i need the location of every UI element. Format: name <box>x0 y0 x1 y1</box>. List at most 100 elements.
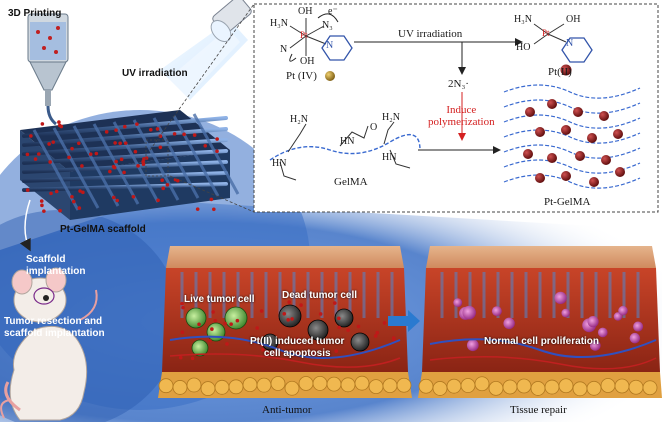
pt-particle <box>615 167 625 177</box>
network-strand <box>503 84 641 99</box>
pt-gelma-scaffold <box>20 110 240 220</box>
scaffold-particle <box>113 141 117 145</box>
fat-cell <box>256 377 272 393</box>
fat-cell <box>214 379 230 395</box>
uv-label: UV irradiation <box>122 68 188 79</box>
scaffold-particle <box>25 152 30 157</box>
chem-oh-top: OH <box>298 6 313 17</box>
scaffold-particle <box>39 199 44 203</box>
scaffold-particle <box>149 127 153 132</box>
pt-particle <box>525 107 535 117</box>
chem-h2n-2: H₂N <box>382 112 400 123</box>
normal-cell <box>587 316 599 328</box>
fat-cell <box>368 379 384 395</box>
implant-label: Scaffold implantation <box>26 254 86 277</box>
chem-oh-right: OH <box>566 14 581 25</box>
fat-cell <box>432 381 448 396</box>
fat-cell <box>544 379 560 395</box>
fat-cell <box>586 380 602 396</box>
fat-cell <box>326 376 342 392</box>
antitumor-caption: Anti-tumor <box>262 404 312 416</box>
fat-cell <box>270 376 286 391</box>
chem-hn-1: HN <box>340 136 355 147</box>
scaffold-particle <box>51 140 56 144</box>
scaffold-rod <box>52 127 100 209</box>
pt-particle <box>575 151 585 161</box>
pt-particle <box>271 351 276 355</box>
pt-particle <box>265 351 270 356</box>
scaffold-particle <box>57 123 62 128</box>
pt-particle <box>613 129 623 139</box>
normal-cell <box>466 339 479 352</box>
pt-particle <box>333 301 337 305</box>
scaffold-particle <box>165 182 170 187</box>
fat-cell <box>382 378 398 394</box>
scaffold-particle <box>215 149 219 154</box>
apoptosis-label: Pt(II) induced tumor cell apoptosis <box>250 336 345 359</box>
live-tumor-cell <box>185 307 207 329</box>
mouse-icon <box>0 267 98 421</box>
scaffold-particle <box>135 122 139 126</box>
scaffold-particle <box>48 160 52 164</box>
scaffold-rod <box>22 171 228 183</box>
tumor-resection-label: Tumor resection and scaffold implantatio… <box>4 316 105 339</box>
fat-cell <box>572 381 588 397</box>
chem-hn-2: HN <box>272 158 287 169</box>
pt-particle <box>299 303 303 307</box>
pt-particle <box>296 337 300 341</box>
pt-particle <box>523 149 533 159</box>
scaffold-particle <box>77 141 81 146</box>
scaffold-rod <box>172 115 220 197</box>
scaffold-particle <box>77 206 82 210</box>
fat-cell <box>284 380 300 396</box>
scaffold-particle <box>115 198 120 203</box>
normal-cell <box>589 340 601 351</box>
scaffold-rod <box>192 113 240 195</box>
pt-particle <box>535 127 545 137</box>
scaffold-particle <box>160 178 164 183</box>
normal-cell <box>453 298 463 308</box>
chem-oh-bottom: OH <box>300 56 315 67</box>
scaffold-particle <box>142 157 146 161</box>
fat-cell <box>354 375 370 391</box>
normal-cell <box>503 317 515 330</box>
fat-cell <box>172 380 188 395</box>
pt2-particle-icon <box>560 64 572 76</box>
dead-tumor-cell <box>278 304 302 328</box>
pt-particle <box>235 318 240 323</box>
fat-cell <box>340 377 356 393</box>
pt-particle <box>573 107 583 117</box>
scaffold-particle <box>47 142 51 146</box>
scaffold-particle <box>78 189 82 193</box>
pt-particle <box>601 155 611 165</box>
scaffold-particle <box>40 203 44 208</box>
pt-particle <box>373 334 378 338</box>
scaffold-particle <box>70 194 74 199</box>
chem-n3: N₃ <box>322 20 333 31</box>
scaffold-particle <box>54 189 59 194</box>
scaffold-particle <box>141 162 146 167</box>
pt-particle <box>356 324 361 329</box>
scaffold-particle <box>118 141 122 146</box>
scaffold-particle <box>122 170 126 175</box>
uv-lamp-icon <box>155 0 252 110</box>
pt-particle <box>197 322 201 327</box>
scaffold-particle <box>80 164 84 168</box>
fat-cell <box>158 378 174 394</box>
fat-cell <box>242 377 258 393</box>
azide-label: 2N₃· <box>448 78 469 90</box>
tissue-antitumor <box>158 246 412 398</box>
scaffold-particle <box>49 191 53 196</box>
pt-particle <box>312 351 316 356</box>
fat-cell <box>298 376 314 391</box>
scaffold-particle <box>71 199 76 204</box>
network-strand <box>503 114 641 129</box>
scaffold-label: Pt-GelMA scaffold <box>60 224 146 235</box>
normal-cell <box>561 308 570 318</box>
fat-cell <box>600 378 616 393</box>
pt4-structure <box>289 13 353 62</box>
pt-particle <box>337 325 341 330</box>
pt-particle <box>223 321 227 326</box>
scaffold-rod <box>22 138 228 156</box>
scaffold-particle <box>192 133 197 137</box>
